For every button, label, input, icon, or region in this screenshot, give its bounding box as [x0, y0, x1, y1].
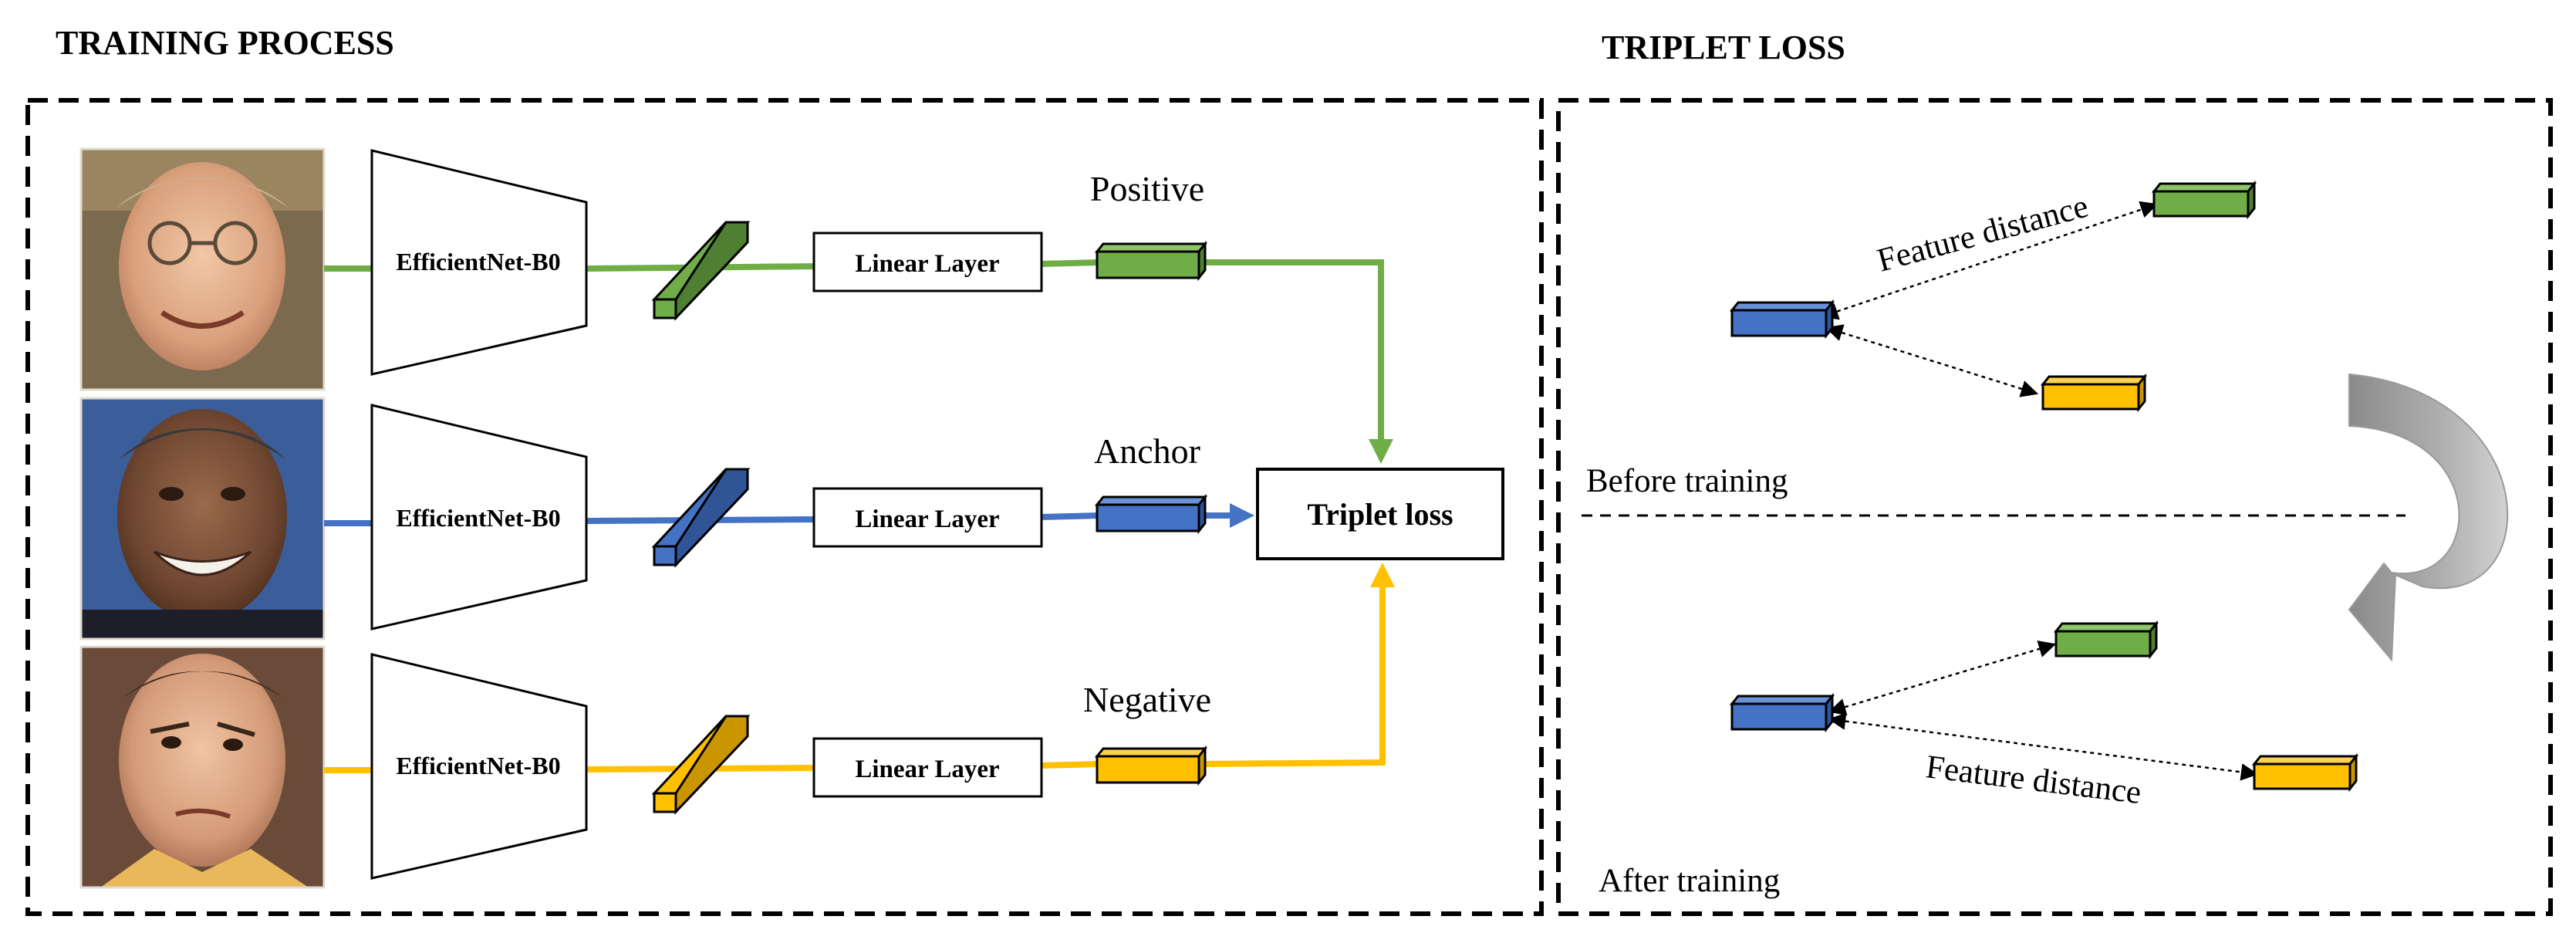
before-embedding-anchor	[1729, 299, 1835, 340]
role-positive-label: Positive	[1090, 169, 1204, 208]
face-photo-3	[79, 645, 326, 889]
encoder-positive: EfficientNet-B0	[370, 149, 588, 376]
face-photo-1	[79, 147, 326, 391]
training-process-panel	[25, 98, 1544, 916]
before-training-label: Before training	[1586, 463, 1788, 499]
after-embedding-negative	[2251, 752, 2359, 793]
before-feature-distance-label: Feature distance	[1873, 188, 2092, 279]
linear-layer-anchor: Linear Layer	[812, 487, 1043, 548]
triplet-loss-box: Triplet loss	[1256, 468, 1504, 560]
face-photo-2	[79, 397, 326, 641]
encoder-positive-label: EfficientNet-B0	[396, 248, 560, 276]
embedding-anchor	[1094, 493, 1208, 535]
encoder-anchor-label: EfficientNet-B0	[396, 504, 560, 532]
feature-slab-negative	[651, 715, 751, 815]
linear-layer-anchor-label: Linear Layer	[855, 505, 999, 533]
before-embedding-negative	[2040, 373, 2148, 413]
before-embedding-positive	[2151, 180, 2257, 220]
after-training-label: After training	[1599, 863, 1780, 899]
encoder-negative: EfficientNet-B0	[370, 653, 588, 880]
triplet-loss-box-label: Triplet loss	[1307, 497, 1453, 532]
after-embedding-anchor	[1729, 692, 1835, 733]
feature-slab-positive	[651, 221, 751, 321]
linear-layer-negative-label: Linear Layer	[855, 756, 999, 783]
linear-layer-positive: Linear Layer	[812, 232, 1043, 292]
linear-layer-positive-label: Linear Layer	[855, 250, 999, 278]
encoder-negative-label: EfficientNet-B0	[396, 752, 560, 779]
triplet-loss-title: TRIPLET LOSS	[1602, 29, 1845, 66]
training-process-title: TRAINING PROCESS	[56, 24, 394, 62]
role-negative-label: Negative	[1083, 680, 1211, 719]
feature-slab-anchor	[651, 468, 751, 568]
after-embedding-positive	[2053, 620, 2159, 660]
curved-arrow-icon	[2348, 373, 2509, 662]
embedding-positive	[1094, 240, 1208, 282]
linear-layer-negative: Linear Layer	[812, 737, 1043, 798]
after-feature-distance-label: Feature distance	[1924, 749, 2143, 811]
triplet-loss-panel	[1556, 98, 2553, 916]
embedding-negative	[1094, 745, 1208, 786]
encoder-anchor: EfficientNet-B0	[370, 404, 588, 631]
role-anchor-label: Anchor	[1094, 431, 1200, 471]
